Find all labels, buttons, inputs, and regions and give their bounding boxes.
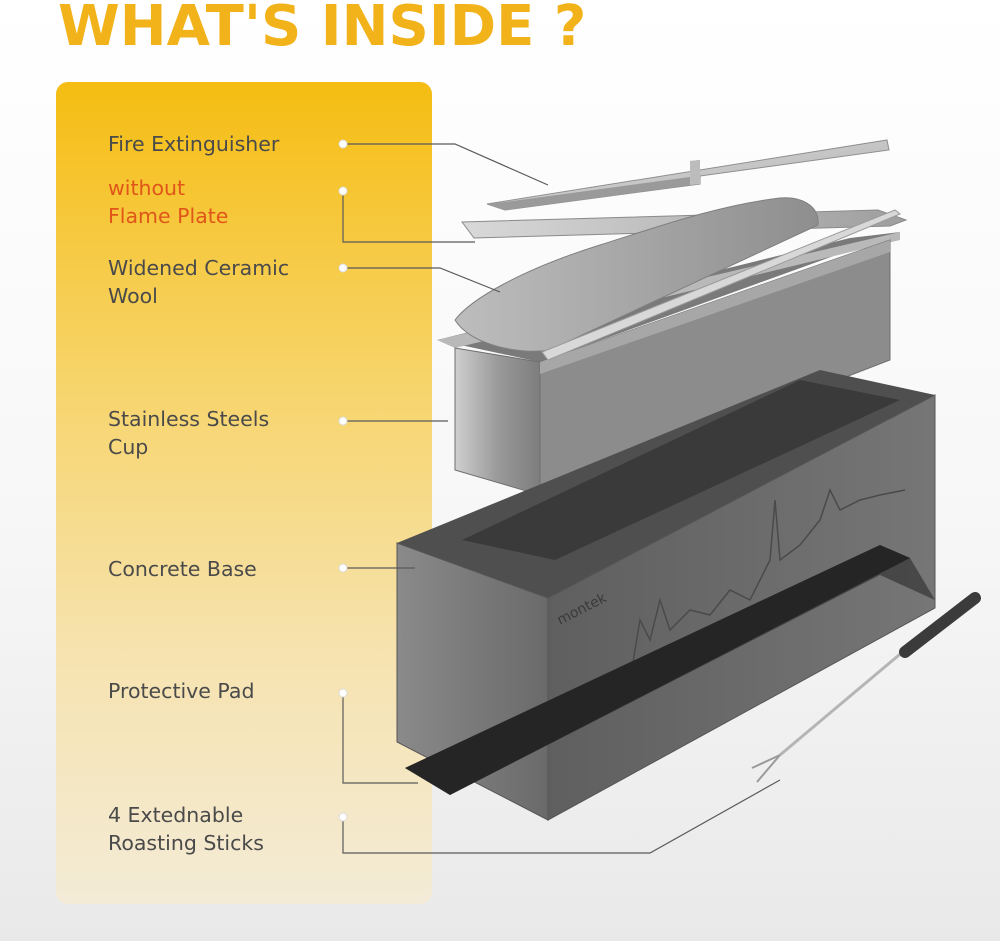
leader-line-fire-extinguisher [343, 143, 549, 186]
bullet-dot [338, 688, 348, 698]
label-steel-cup: Stainless Steels Cup [108, 405, 269, 461]
label-line: Fire Extinguisher [108, 132, 280, 156]
bullet-dot [338, 263, 348, 273]
label-line: Flame Plate [108, 204, 229, 228]
page-title: WHAT'S INSIDE ? [58, 0, 587, 59]
fire-extinguisher-lid [486, 139, 890, 211]
label-line: Wool [108, 284, 158, 308]
label-roasting-sticks: 4 Extednable Roasting Sticks [108, 801, 264, 857]
label-fire-extinguisher: Fire Extinguisher [108, 130, 279, 158]
label-panel [56, 82, 432, 904]
protective-pad [405, 545, 935, 795]
leader-line-protective-pad [342, 693, 418, 784]
bullet-dot [338, 563, 348, 573]
label-line: Stainless Steels [108, 407, 270, 431]
bullet-dot [338, 812, 348, 822]
bullet-dot [338, 416, 348, 426]
roasting-stick [751, 592, 981, 783]
label-line: without [108, 176, 186, 200]
label-line: Cup [108, 435, 149, 459]
bullet-dot [338, 139, 348, 149]
label-protective-pad: Protective Pad [108, 677, 254, 705]
ceramic-wool [454, 197, 901, 361]
leader-line-roasting-sticks [342, 779, 781, 854]
bullet-dot [338, 186, 348, 196]
leader-line-ceramic-wool [343, 267, 501, 293]
leader-line-flame-plate [342, 191, 475, 243]
label-line: 4 Extednable [108, 803, 244, 827]
label-without-flame-plate: without Flame Plate [108, 174, 228, 230]
label-ceramic-wool: Widened Ceramic Wool [108, 254, 289, 310]
label-line: Widened Ceramic [108, 256, 290, 280]
label-line: Concrete Base [108, 557, 257, 581]
label-line: Roasting Sticks [108, 831, 264, 855]
label-line: Protective Pad [108, 679, 255, 703]
label-concrete-base: Concrete Base [108, 555, 257, 583]
